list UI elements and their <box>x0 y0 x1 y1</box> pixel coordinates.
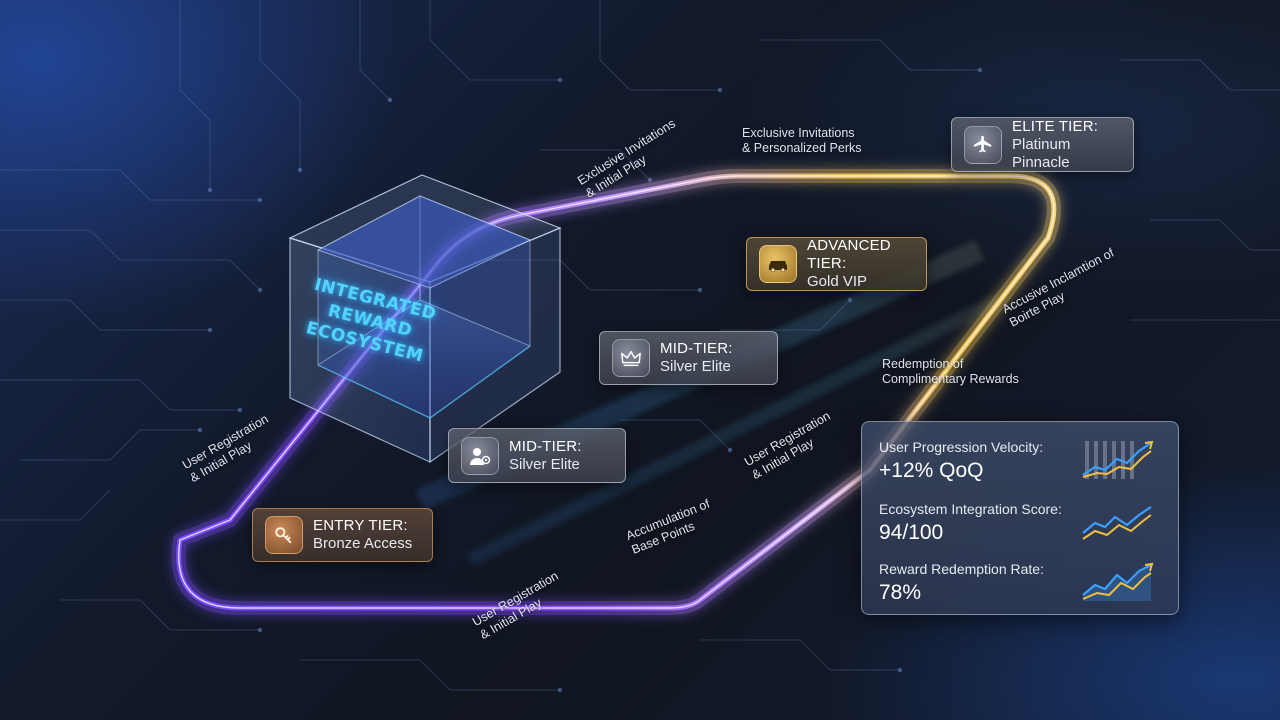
tier-name: ADVANCED TIER: <box>807 237 891 272</box>
tier-card-elite[interactable]: ELITE TIER: Platinum Pinnacle <box>951 117 1134 172</box>
annotation: Redemption of Complimentary Rewards <box>882 357 1019 387</box>
tier-level: Silver Elite <box>660 358 731 375</box>
key-icon <box>265 516 303 554</box>
metric-label: Ecosystem Integration Score: <box>879 501 1062 517</box>
car-icon <box>759 245 797 283</box>
area-trend-chart-icon <box>1082 562 1154 601</box>
tier-level: Gold VIP <box>807 273 868 290</box>
annotation-line: Complimentary Rewards <box>882 372 1019 386</box>
tier-card-entry[interactable]: ENTRY TIER: Bronze Access <box>252 508 433 562</box>
tier-card-mid-lower[interactable]: MID-TIER: Silver Elite <box>448 428 626 483</box>
metric-value: 78% <box>879 581 922 604</box>
tier-name: MID-TIER: <box>660 340 733 357</box>
metric-integration-score: Ecosystem Integration Score: 94/100 <box>879 501 1169 551</box>
tier-level: Platinum Pinnacle <box>1012 135 1071 171</box>
tier-level: Bronze Access <box>313 535 413 552</box>
annotation-line: Redemption of <box>882 357 964 371</box>
reward-cube <box>288 174 562 464</box>
user-gear-icon <box>461 436 499 475</box>
line-trend-chart-icon <box>1082 506 1152 540</box>
metric-redemption-rate: Reward Redemption Rate: 78% <box>879 561 1169 611</box>
metric-value: +12% QoQ <box>879 459 984 482</box>
tier-name: ENTRY TIER: <box>313 517 408 534</box>
metric-label: User Progression Velocity: <box>879 439 1044 455</box>
crown-icon <box>612 339 650 377</box>
tier-name: MID-TIER: <box>509 437 582 455</box>
annotation-line: Exclusive Invitations <box>742 126 855 140</box>
metric-progression-velocity: User Progression Velocity: +12% QoQ <box>879 439 1169 489</box>
tier-card-mid-upper[interactable]: MID-TIER: Silver Elite <box>599 331 778 385</box>
tier-name: ELITE TIER: <box>1012 117 1099 135</box>
annotation: Exclusive Invitations & Personalized Per… <box>742 126 862 156</box>
annotation-line: & Personalized Perks <box>742 141 862 155</box>
airplane-icon <box>964 125 1002 164</box>
metric-value: 94/100 <box>879 521 944 544</box>
metric-label: Reward Redemption Rate: <box>879 561 1044 577</box>
tier-level: Silver Elite <box>509 455 580 473</box>
tier-card-advanced[interactable]: ADVANCED TIER: Gold VIP <box>746 237 927 291</box>
metrics-panel: User Progression Velocity: +12% QoQ Ecos… <box>861 421 1179 615</box>
bar-trend-chart-icon <box>1082 440 1154 479</box>
